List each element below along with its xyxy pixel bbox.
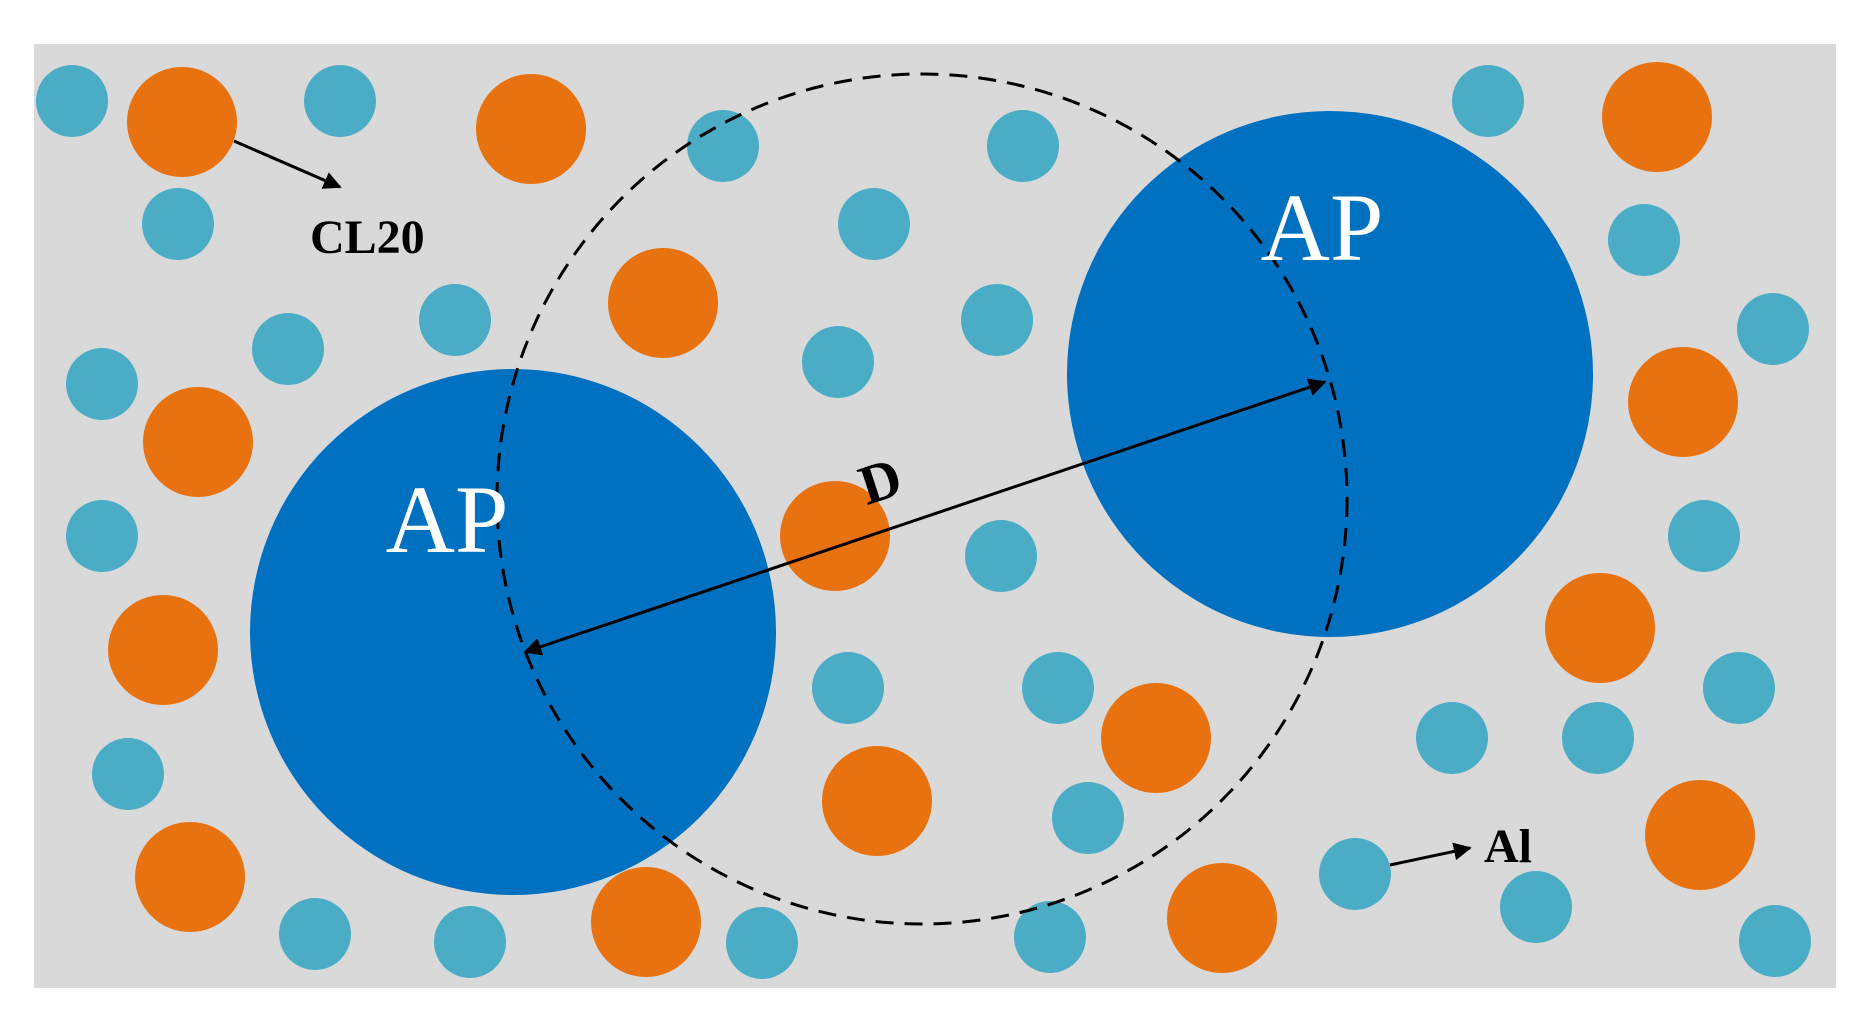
cl20-particle (108, 595, 218, 705)
cl20-particles (108, 62, 1755, 977)
al-particle (965, 520, 1037, 592)
cl20-particle (1101, 683, 1211, 793)
al-particle (1416, 702, 1488, 774)
al-particle (1737, 293, 1809, 365)
al-particle (1052, 782, 1124, 854)
al-particle (1319, 838, 1391, 910)
al-particle (1668, 500, 1740, 572)
al-particle (92, 738, 164, 810)
cl20-particle (143, 387, 253, 497)
al-particle (802, 326, 874, 398)
al-particle (66, 500, 138, 572)
al-particles (36, 65, 1811, 979)
cl20-particle (135, 822, 245, 932)
al-particle (252, 313, 324, 385)
al-particle (419, 284, 491, 356)
al-particle (726, 907, 798, 979)
ap-particle-left (250, 369, 776, 895)
al-particle (1608, 204, 1680, 276)
al-particle (1703, 652, 1775, 724)
al-particle (36, 65, 108, 137)
cl20-particle (1167, 863, 1277, 973)
al-particle (304, 65, 376, 137)
al-particle (279, 898, 351, 970)
cl20-particle (1602, 62, 1712, 172)
distance-arrow (523, 378, 1327, 656)
al-particle (142, 188, 214, 260)
al-particle (434, 906, 506, 978)
cl20-pointer-arrow (233, 139, 342, 189)
ap-label-right: AP (1261, 174, 1384, 281)
al-particle (1022, 652, 1094, 724)
al-particle (987, 110, 1059, 182)
ap-label-left: AP (386, 466, 509, 573)
cl20-particle (476, 74, 586, 184)
cl20-particle (1545, 573, 1655, 683)
al-particle (961, 284, 1033, 356)
al-particle (1014, 901, 1086, 973)
al-particle (1500, 871, 1572, 943)
dashed-interaction-circle (495, 72, 1349, 926)
al-pointer-arrow (1389, 842, 1472, 867)
al-particle (687, 110, 759, 182)
cl20-label: CL20 (310, 211, 425, 264)
al-label: Al (1484, 820, 1532, 873)
cl20-particle (608, 248, 718, 358)
al-particle (838, 188, 910, 260)
al-particle (1562, 702, 1634, 774)
cl20-particle (1645, 780, 1755, 890)
al-particle (66, 348, 138, 420)
cl20-particle (591, 867, 701, 977)
al-particle (1452, 65, 1524, 137)
al-particle (812, 652, 884, 724)
cl20-particle (822, 746, 932, 856)
al-particle (1739, 905, 1811, 977)
cl20-particle (127, 67, 237, 177)
cl20-particle (1628, 347, 1738, 457)
